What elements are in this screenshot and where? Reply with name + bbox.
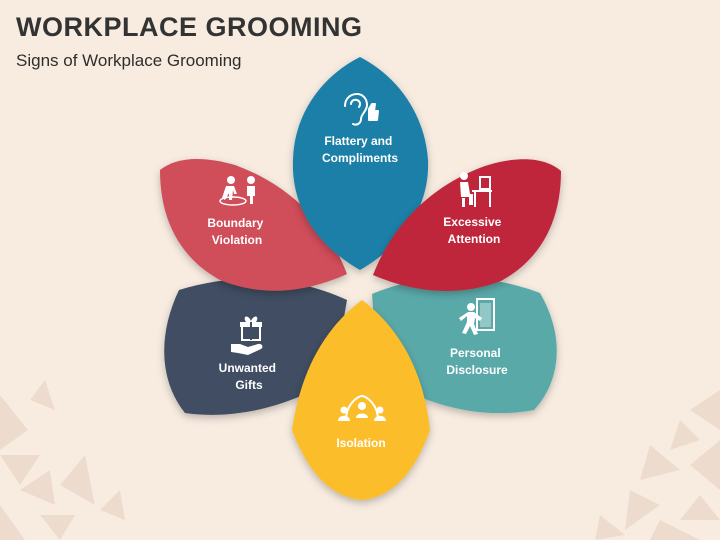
petal-boundary-violation-shape <box>160 158 347 291</box>
people-boundary-icon <box>219 176 255 206</box>
hand-giving-gift-icon <box>231 316 263 355</box>
petal-excessive-attention-shape <box>373 159 561 292</box>
label-isolation-line-1: Isolation <box>336 436 385 450</box>
label-unwanted-gifts: Unwanted Gifts <box>219 361 280 392</box>
petal-isolation-shape <box>292 300 430 500</box>
label-attention-line-2: Attention <box>448 232 501 246</box>
label-isolation: Isolation <box>336 436 385 450</box>
isolated-group-icon <box>338 394 386 421</box>
label-attention-line-1: Excessive <box>443 215 501 229</box>
label-boundary-line-2: Violation <box>212 233 262 247</box>
page-subtitle: Signs of Workplace Grooming <box>16 51 242 70</box>
label-flattery-compliments: Flattery and Compliments <box>322 134 398 165</box>
petal-excessive-attention <box>373 159 561 292</box>
petal-flattery-compliments-shape <box>292 57 429 270</box>
label-gifts-line-1: Unwanted <box>219 361 276 375</box>
person-at-computer-icon <box>460 172 492 207</box>
petal-isolation <box>292 300 430 500</box>
petal-flattery-compliments <box>292 57 429 270</box>
label-gifts-line-2: Gifts <box>235 378 263 392</box>
label-disclosure-line-2: Disclosure <box>446 363 508 377</box>
label-boundary-violation: Boundary Violation <box>207 216 266 247</box>
ear-thumbs-up-icon <box>344 93 379 126</box>
person-at-door-icon <box>459 298 495 335</box>
background-triangles <box>0 380 720 540</box>
label-excessive-attention: Excessive Attention <box>443 215 504 246</box>
petal-boundary-violation <box>160 158 347 291</box>
label-boundary-line-1: Boundary <box>207 216 263 230</box>
page-title: WORKPLACE GROOMING <box>16 12 363 42</box>
label-personal-disclosure: Personal Disclosure <box>446 346 508 377</box>
label-flattery-line-1: Flattery and <box>324 134 392 148</box>
label-flattery-line-2: Compliments <box>322 151 398 165</box>
label-disclosure-line-1: Personal <box>450 346 501 360</box>
